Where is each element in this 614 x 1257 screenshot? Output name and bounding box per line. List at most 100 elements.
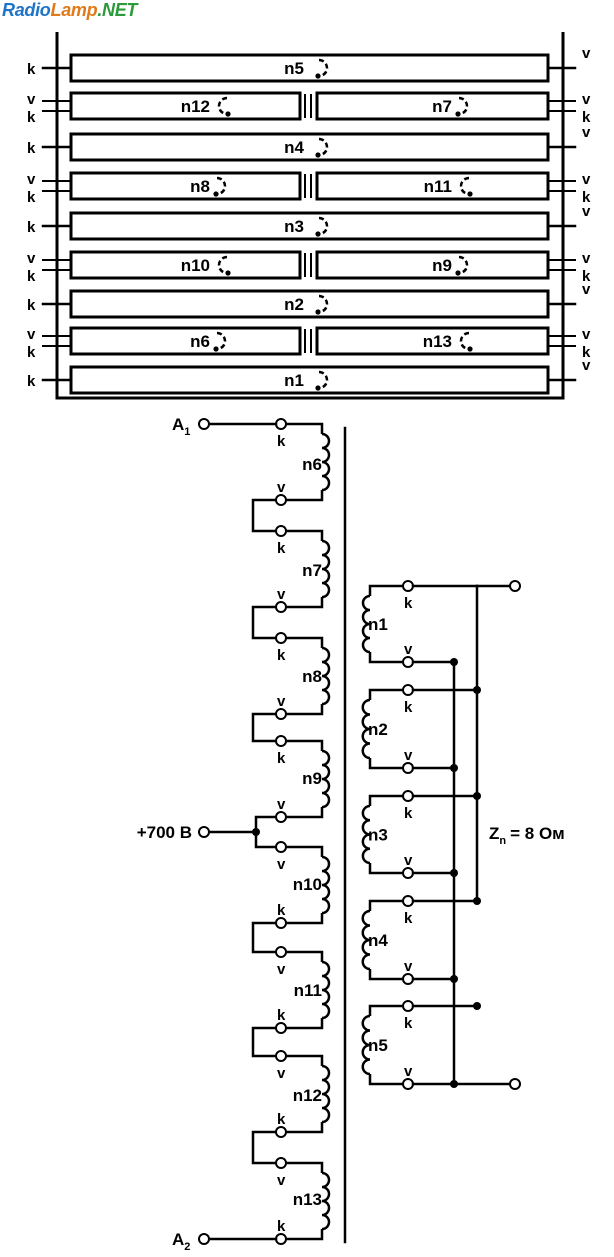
primary-winding-6-top-terminal-label: v [277, 961, 286, 978]
anode2-subscript: 2 [184, 1241, 190, 1253]
split-row-1-right-v-label: v [582, 91, 591, 108]
secondary-winding-1-bottom-wire [368, 652, 403, 664]
anode2-label: A2 [172, 1230, 190, 1253]
split-row-3-right-direction-mark [455, 255, 469, 276]
split-row-3-right-box [315, 250, 550, 280]
split-row-4-right-direction-mark [459, 331, 473, 352]
primary-winding-5-bottom-terminal-label: k [277, 902, 286, 919]
full-winding-4-box [69, 289, 550, 319]
primary-winding-8-top-terminal-label: v [277, 1172, 286, 1189]
secondary-winding-1-top-wire [368, 584, 403, 596]
split-row-1-left-direction-mark [217, 96, 231, 117]
secondary-winding-5-coil [361, 1014, 371, 1076]
split-row-1-left-direction-mark-arc [217, 96, 228, 116]
primary-winding-2-top-terminal [275, 525, 287, 537]
primary-winding-2-bottom-terminal [275, 601, 287, 613]
output-top-terminal [509, 580, 521, 592]
primary-winding-7-bottom-wire [286, 1122, 324, 1134]
output-bottom-terminal [509, 1078, 521, 1090]
secondary-winding-2-bottom-wire [368, 758, 403, 770]
supply-terminal [198, 826, 210, 838]
split-row-4-left-direction-mark-tip [213, 346, 219, 352]
primary-winding-1-top-wire [286, 422, 324, 434]
full-winding-4-direction-mark [315, 294, 329, 315]
primary-winding-6-top-terminal [275, 946, 287, 958]
primary-winding-2-bottom-wire [286, 597, 324, 609]
secondary-winding-5-top-wire [368, 1004, 403, 1016]
primary-winding-3-label: n8 [302, 667, 322, 686]
split-row-3-right-direction-mark-arc [458, 255, 469, 275]
secondary-winding-1-bottom-terminal [402, 656, 414, 668]
secondary-winding-2-bottom-terminal-label: v [404, 747, 413, 764]
secondary-winding-5-bottom-terminal-label: v [404, 1063, 413, 1080]
primary-winding-6-bottom-terminal-label: k [277, 1007, 286, 1024]
primary-winding-7-top-terminal-label: v [277, 1065, 286, 1082]
primary-jumper-6 [251, 1130, 276, 1165]
full-winding-3-left-terminal-label: k [27, 219, 36, 236]
full-winding-1-direction-mark-arc [318, 58, 329, 78]
secondary-winding-4-top-terminal-label: k [404, 910, 413, 927]
secondary-winding-5-bottom-terminal [402, 1078, 414, 1090]
split-row-2-right-direction-mark-arc [459, 176, 470, 196]
logo-part-lamp: Lamp [50, 0, 98, 20]
logo-part-radio: Radio [2, 0, 51, 20]
split-row-1-left-direction-mark-tip [225, 111, 231, 117]
full-winding-4-right-terminal-label: v [582, 281, 591, 298]
split-row-2-left-label: n8 [190, 177, 210, 196]
secondary-winding-2-bottom-terminal [402, 762, 414, 774]
full-winding-3-direction-mark-tip [315, 231, 321, 237]
full-winding-5-label: n1 [284, 371, 304, 390]
supply-junction [252, 828, 260, 836]
primary-jumper-5 [251, 1026, 276, 1058]
secondary-winding-5-bottom-wire [368, 1074, 403, 1086]
primary-jumper-1 [251, 498, 276, 533]
primary-winding-7-top-wire [286, 1054, 324, 1066]
split-row-3-left-v-label: v [27, 250, 36, 267]
supply-label: +700 В [137, 823, 192, 842]
primary-winding-5-label: n10 [293, 875, 322, 894]
split-row-3-left-direction-mark [217, 255, 231, 276]
load-impedance-subscript: n [499, 835, 506, 847]
full-winding-5-direction-mark [315, 370, 329, 391]
primary-winding-7-bottom-terminal [275, 1126, 287, 1138]
secondary-winding-4-coil [361, 909, 371, 971]
primary-winding-8-label: n13 [293, 1190, 322, 1209]
full-winding-5-left-terminal-label: k [27, 373, 36, 390]
split-row-4-right-direction-mark-arc [459, 331, 470, 351]
primary-winding-5-top-terminal [275, 841, 287, 853]
primary-winding-2-coil [321, 539, 331, 599]
full-winding-2-direction-mark-arc [318, 137, 329, 157]
primary-winding-3-bottom-terminal [275, 708, 287, 720]
split-row-4-right-box [315, 326, 550, 356]
split-row-3-left-direction-mark-arc [217, 255, 228, 275]
primary-winding-3-top-terminal-label: k [277, 647, 286, 664]
split-row-1-right-direction-mark-tip [455, 111, 461, 117]
bobbin-frame [55, 32, 565, 400]
primary-jumper-4 [251, 921, 276, 954]
primary-winding-6-label: n11 [294, 981, 322, 1000]
primary-winding-5-coil [321, 855, 331, 915]
full-winding-2-direction-mark [315, 137, 329, 158]
primary-winding-3-coil [321, 646, 331, 706]
split-row-2-left-direction-mark [213, 176, 227, 197]
primary-winding-5-top-terminal-label: v [277, 856, 286, 873]
secondary-winding-3-top-wire [368, 794, 403, 806]
secondary-winding-3-bottom-wire [368, 863, 403, 875]
winding-schematic: kvn6kvn7kvn8kvn9vkn10vkn11vkn12vkn13+700… [137, 415, 565, 1253]
secondary-winding-2-top-terminal-label: k [404, 699, 413, 716]
anode1-subscript: 1 [184, 426, 190, 438]
secondary-winding-2-top-terminal [402, 684, 414, 696]
secondary-winding-5-top-terminal [402, 1000, 414, 1012]
primary-winding-5-bottom-terminal [275, 917, 287, 929]
split-row-2-right-direction-mark-tip [467, 191, 473, 197]
split-row-2-left-direction-mark-tip [213, 191, 219, 197]
full-winding-4-direction-mark-tip [315, 309, 321, 315]
primary-winding-8-bottom-wire [286, 1229, 324, 1241]
split-row-3-right-label: n9 [432, 256, 452, 275]
split-row-4-left-direction-mark-arc [216, 331, 227, 351]
secondary-winding-4-bottom-terminal [402, 973, 414, 985]
split-row-4-left-label: n6 [190, 332, 210, 351]
primary-winding-3-bottom-wire [286, 704, 324, 716]
